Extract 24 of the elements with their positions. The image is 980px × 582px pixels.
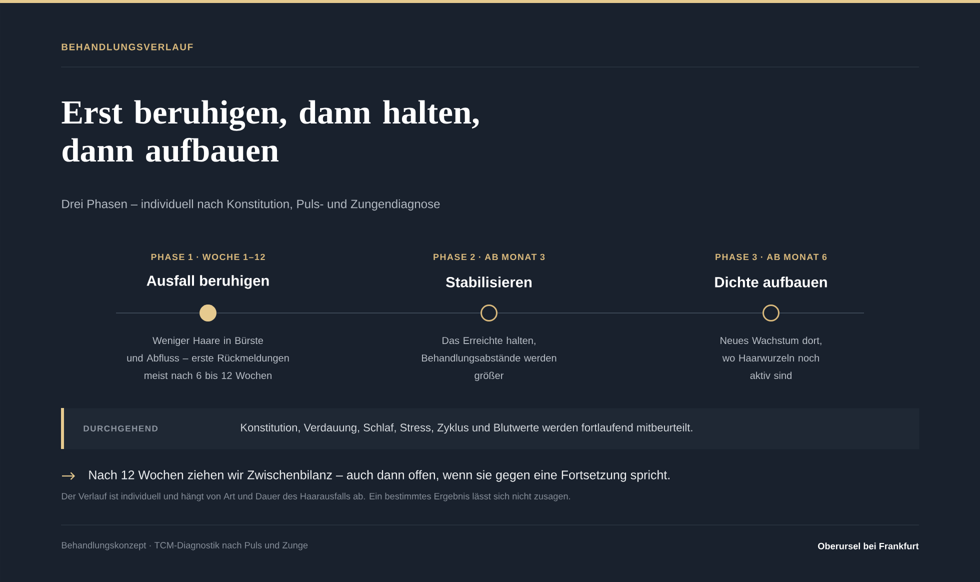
timeline-line [779, 312, 864, 314]
phase-title: Ausfall beruhigen [146, 275, 269, 289]
phase-description: Neues Wachstum dort, wo Haarwurzeln noch aktiv sind [720, 336, 822, 380]
phase-description: Das Erreichte halten, Behandlungsabstände werden größer [422, 336, 556, 382]
note-text: Nach 12 Wochen ziehen wir Zwischenbilanz – auch dann offen, wenn sie gegen eine Fortsetzung spricht. [89, 470, 670, 482]
heading: Erst beruhigen, dann halten, dann aufbauen [62, 100, 479, 162]
band-text: Konstitution, Verdauung, Schlaf, Stress, Zyklus und Blutwerte werden fortlaufend mitbeurteilt. [241, 423, 692, 434]
subtitle: Drei Phasen – individuell nach Konstitution, Puls- und Zungendiagnose [62, 199, 440, 211]
milestone-dot [200, 304, 216, 322]
timeline-line [116, 312, 200, 314]
footer-text: Behandlungskonzept · TCM-Diagnostik nach Puls und Zunge [62, 542, 308, 550]
timeline-line [497, 312, 763, 314]
phase-title: Stabilisieren [446, 276, 532, 288]
timeline-line [216, 312, 481, 314]
phase-label: PHASE 2 · AB MONAT 3 [434, 254, 545, 260]
phase-description: Weniger Haare in Bürste und Abfluss – erste Rückmeldungen meist nach 6 bis 12 Wochen [127, 336, 289, 380]
footer-text: Oberursel bei Frankfurt [818, 542, 919, 550]
phase-label: PHASE 1 · WOCHE 1–12 [151, 254, 265, 260]
section-label: BEHANDLUNGSVERLAUF [62, 44, 193, 50]
disclaimer-text: Der Verlauf ist individuell und hängt von Art und Dauer des Haarausfalls ab. Ein bestimmtes Ergebnis lässt sich nicht zusagen. [62, 492, 570, 502]
info-band [61, 408, 920, 450]
phase-label: PHASE 3 · AB MONAT 6 [716, 254, 827, 260]
phase-title: Dichte aufbauen [715, 276, 827, 288]
band-heading: DURCHGEHEND [84, 425, 158, 432]
